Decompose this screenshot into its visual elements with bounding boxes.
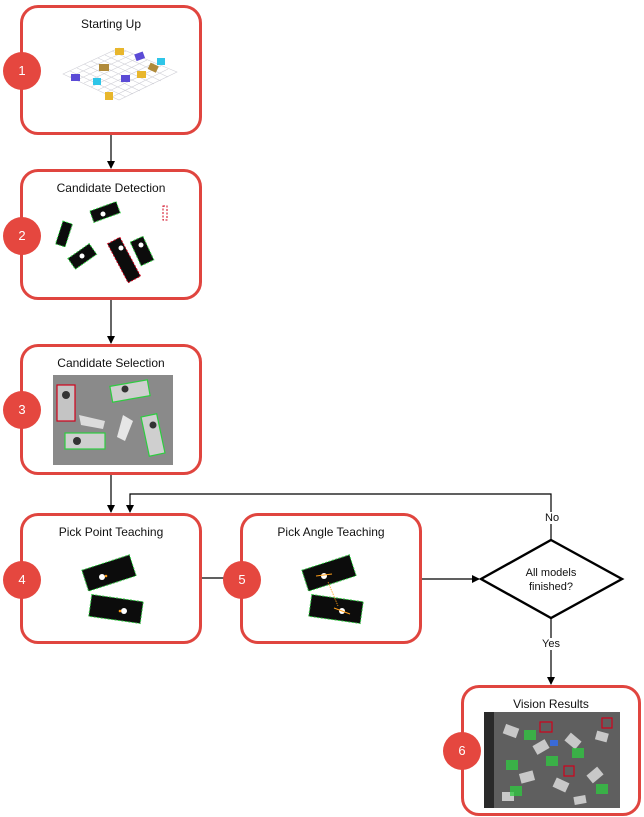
- step-3-box: Candidate Selection: [20, 344, 202, 475]
- step-2-title: Candidate Detection: [56, 181, 166, 195]
- step-5-box: Pick Angle Teaching: [240, 513, 422, 644]
- step-3-thumbnail-selection: [53, 375, 173, 465]
- step-1-thumbnail-scene: [62, 47, 178, 101]
- step-2-thumbnail-detections: [55, 200, 168, 284]
- step-5-title: Pick Angle Teaching: [277, 525, 385, 539]
- step-4-title: Pick Point Teaching: [58, 525, 164, 539]
- step-4-box: Pick Point Teaching: [20, 513, 202, 644]
- decision-text: All models finished?: [506, 566, 596, 594]
- step-3-title: Candidate Selection: [57, 356, 165, 370]
- step-6-title: Vision Results: [513, 697, 589, 711]
- step-5-thumbnail-pick-angles: [301, 554, 364, 625]
- label-no: No: [543, 512, 562, 524]
- step-3-badge: 3: [3, 391, 41, 429]
- label-yes: Yes: [540, 638, 562, 650]
- step-1-title: Starting Up: [80, 17, 142, 31]
- step-6-box: Vision Results: [461, 685, 641, 816]
- step-5-badge: 5: [223, 561, 261, 599]
- decision-text-line2: finished?: [528, 581, 574, 593]
- step-1-box: Starting Up: [20, 5, 202, 135]
- decision-diamond: [478, 538, 625, 620]
- step-6-thumbnail-results: [484, 712, 620, 808]
- step-1-badge: 1: [3, 52, 41, 90]
- step-4-thumbnail-pick-points: [81, 554, 144, 625]
- step-4-badge: 4: [3, 561, 41, 599]
- step-2-box: Candidate Detection: [20, 169, 202, 300]
- step-6-badge: 6: [443, 732, 481, 770]
- step-2-badge: 2: [3, 217, 41, 255]
- decision-text-line1: All models: [525, 567, 577, 579]
